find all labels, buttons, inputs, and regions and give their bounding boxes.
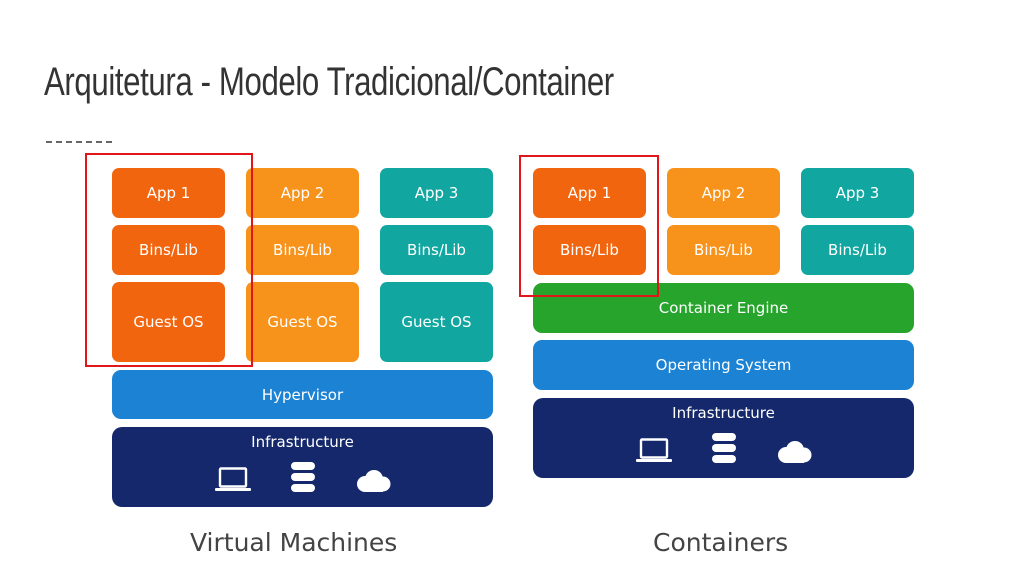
ct-infrastructure: Infrastructure: [533, 398, 914, 478]
vm-guest-os-3: Guest OS: [380, 282, 493, 362]
title-underline: [46, 141, 112, 143]
vm-hypervisor: Hypervisor: [112, 370, 493, 419]
cloud-icon: [777, 441, 811, 463]
cloud-icon: [356, 470, 390, 492]
database-icon: [290, 462, 315, 492]
vm-guest-os-2: Guest OS: [246, 282, 359, 362]
laptop-icon: [214, 467, 251, 491]
ct-infrastructure-label: Infrastructure: [672, 404, 775, 422]
vm-bins-1: Bins/Lib: [112, 225, 225, 275]
ct-bins-3: Bins/Lib: [801, 225, 914, 275]
page-title: Arquitetura - Modelo Tradicional/Contain…: [44, 60, 614, 104]
ct-operating-system: Operating System: [533, 340, 914, 390]
vm-infrastructure: Infrastructure: [112, 427, 493, 507]
vm-bins-2: Bins/Lib: [246, 225, 359, 275]
ct-container-engine: Container Engine: [533, 283, 914, 333]
containers-caption: Containers: [653, 528, 789, 557]
ct-bins-2: Bins/Lib: [667, 225, 780, 275]
ct-bins-1: Bins/Lib: [533, 225, 646, 275]
vm-infrastructure-label: Infrastructure: [251, 433, 354, 451]
vm-guest-os-1: Guest OS: [112, 282, 225, 362]
vm-caption: Virtual Machines: [190, 528, 398, 557]
laptop-icon: [635, 438, 672, 462]
database-icon: [711, 433, 736, 463]
ct-app-1: App 1: [533, 168, 646, 218]
vm-app-1: App 1: [112, 168, 225, 218]
vm-app-3: App 3: [380, 168, 493, 218]
ct-app-2: App 2: [667, 168, 780, 218]
vm-highlight-box: [85, 153, 253, 367]
ct-highlight-box: [519, 155, 659, 297]
vm-bins-3: Bins/Lib: [380, 225, 493, 275]
ct-app-3: App 3: [801, 168, 914, 218]
vm-app-2: App 2: [246, 168, 359, 218]
